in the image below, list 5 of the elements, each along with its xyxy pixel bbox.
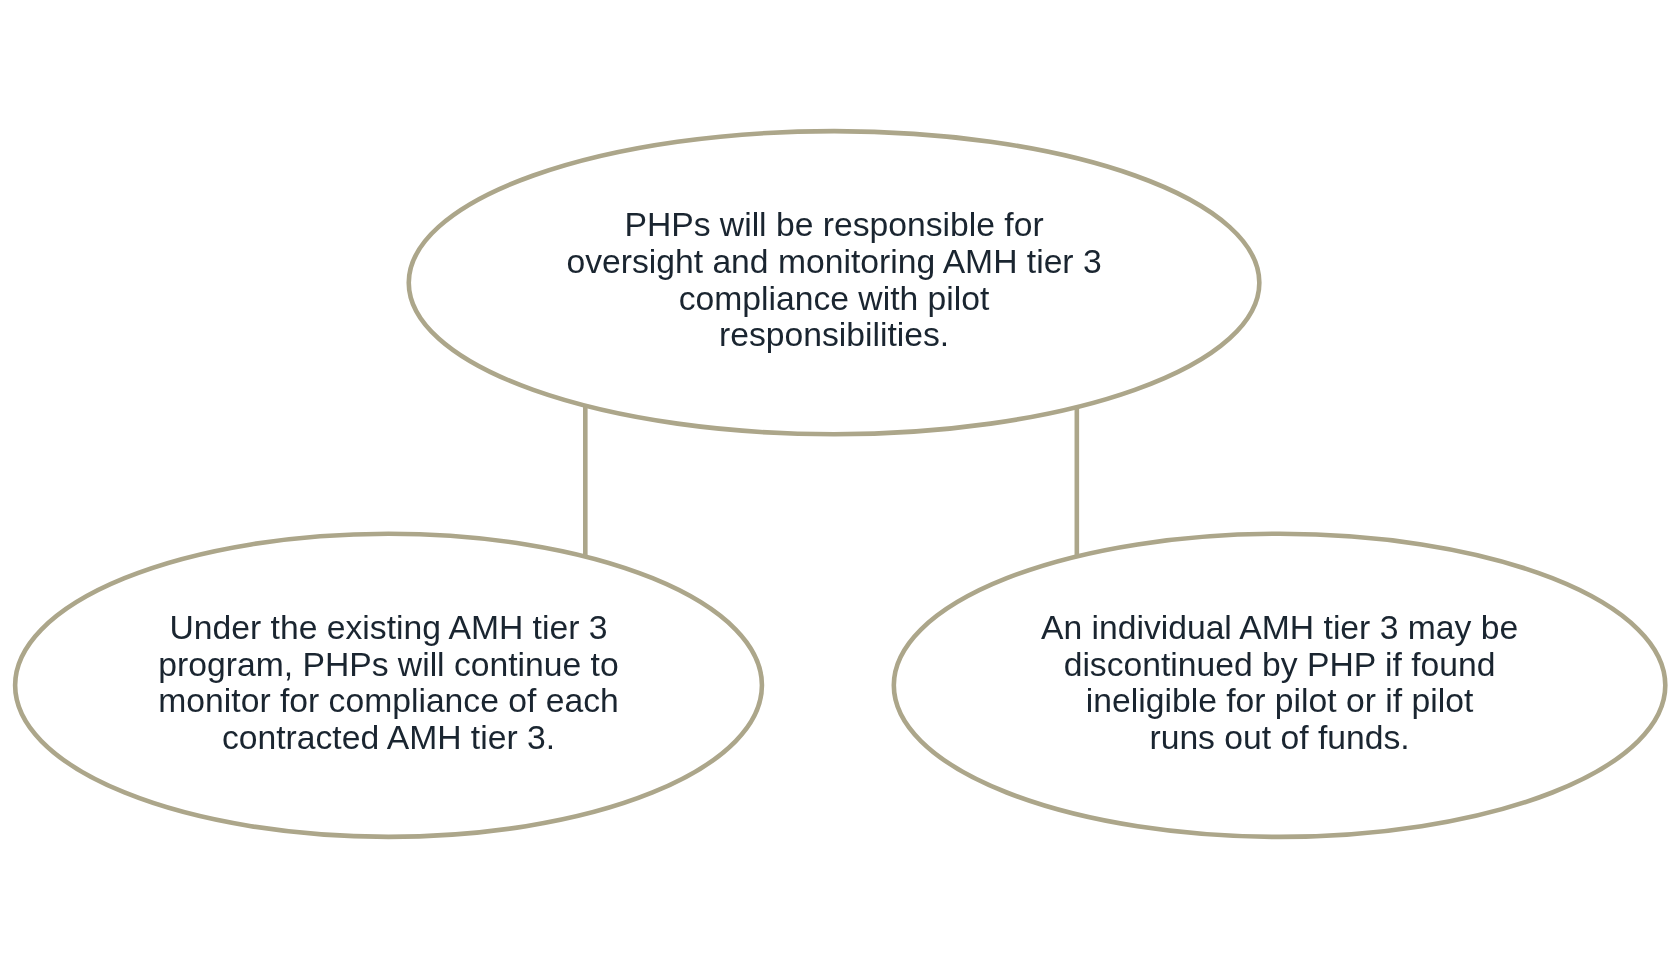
node-ellipse: PHPs will be responsible for oversight and monitoring AMH tier 3 compliance with pilot responsibilities. [406, 128, 1262, 437]
connector [1074, 406, 1080, 556]
node-ellipse: An individual AMH tier 3 may be discontinued by PHP if found ineligible for pilot or if pilot runs out of funds. [891, 530, 1668, 839]
node-ellipse: Under the existing AMH tier 3 program, PHPs will continue to monitor for compliance of each contracted AMH tier 3. [12, 530, 765, 839]
connector [583, 405, 588, 556]
